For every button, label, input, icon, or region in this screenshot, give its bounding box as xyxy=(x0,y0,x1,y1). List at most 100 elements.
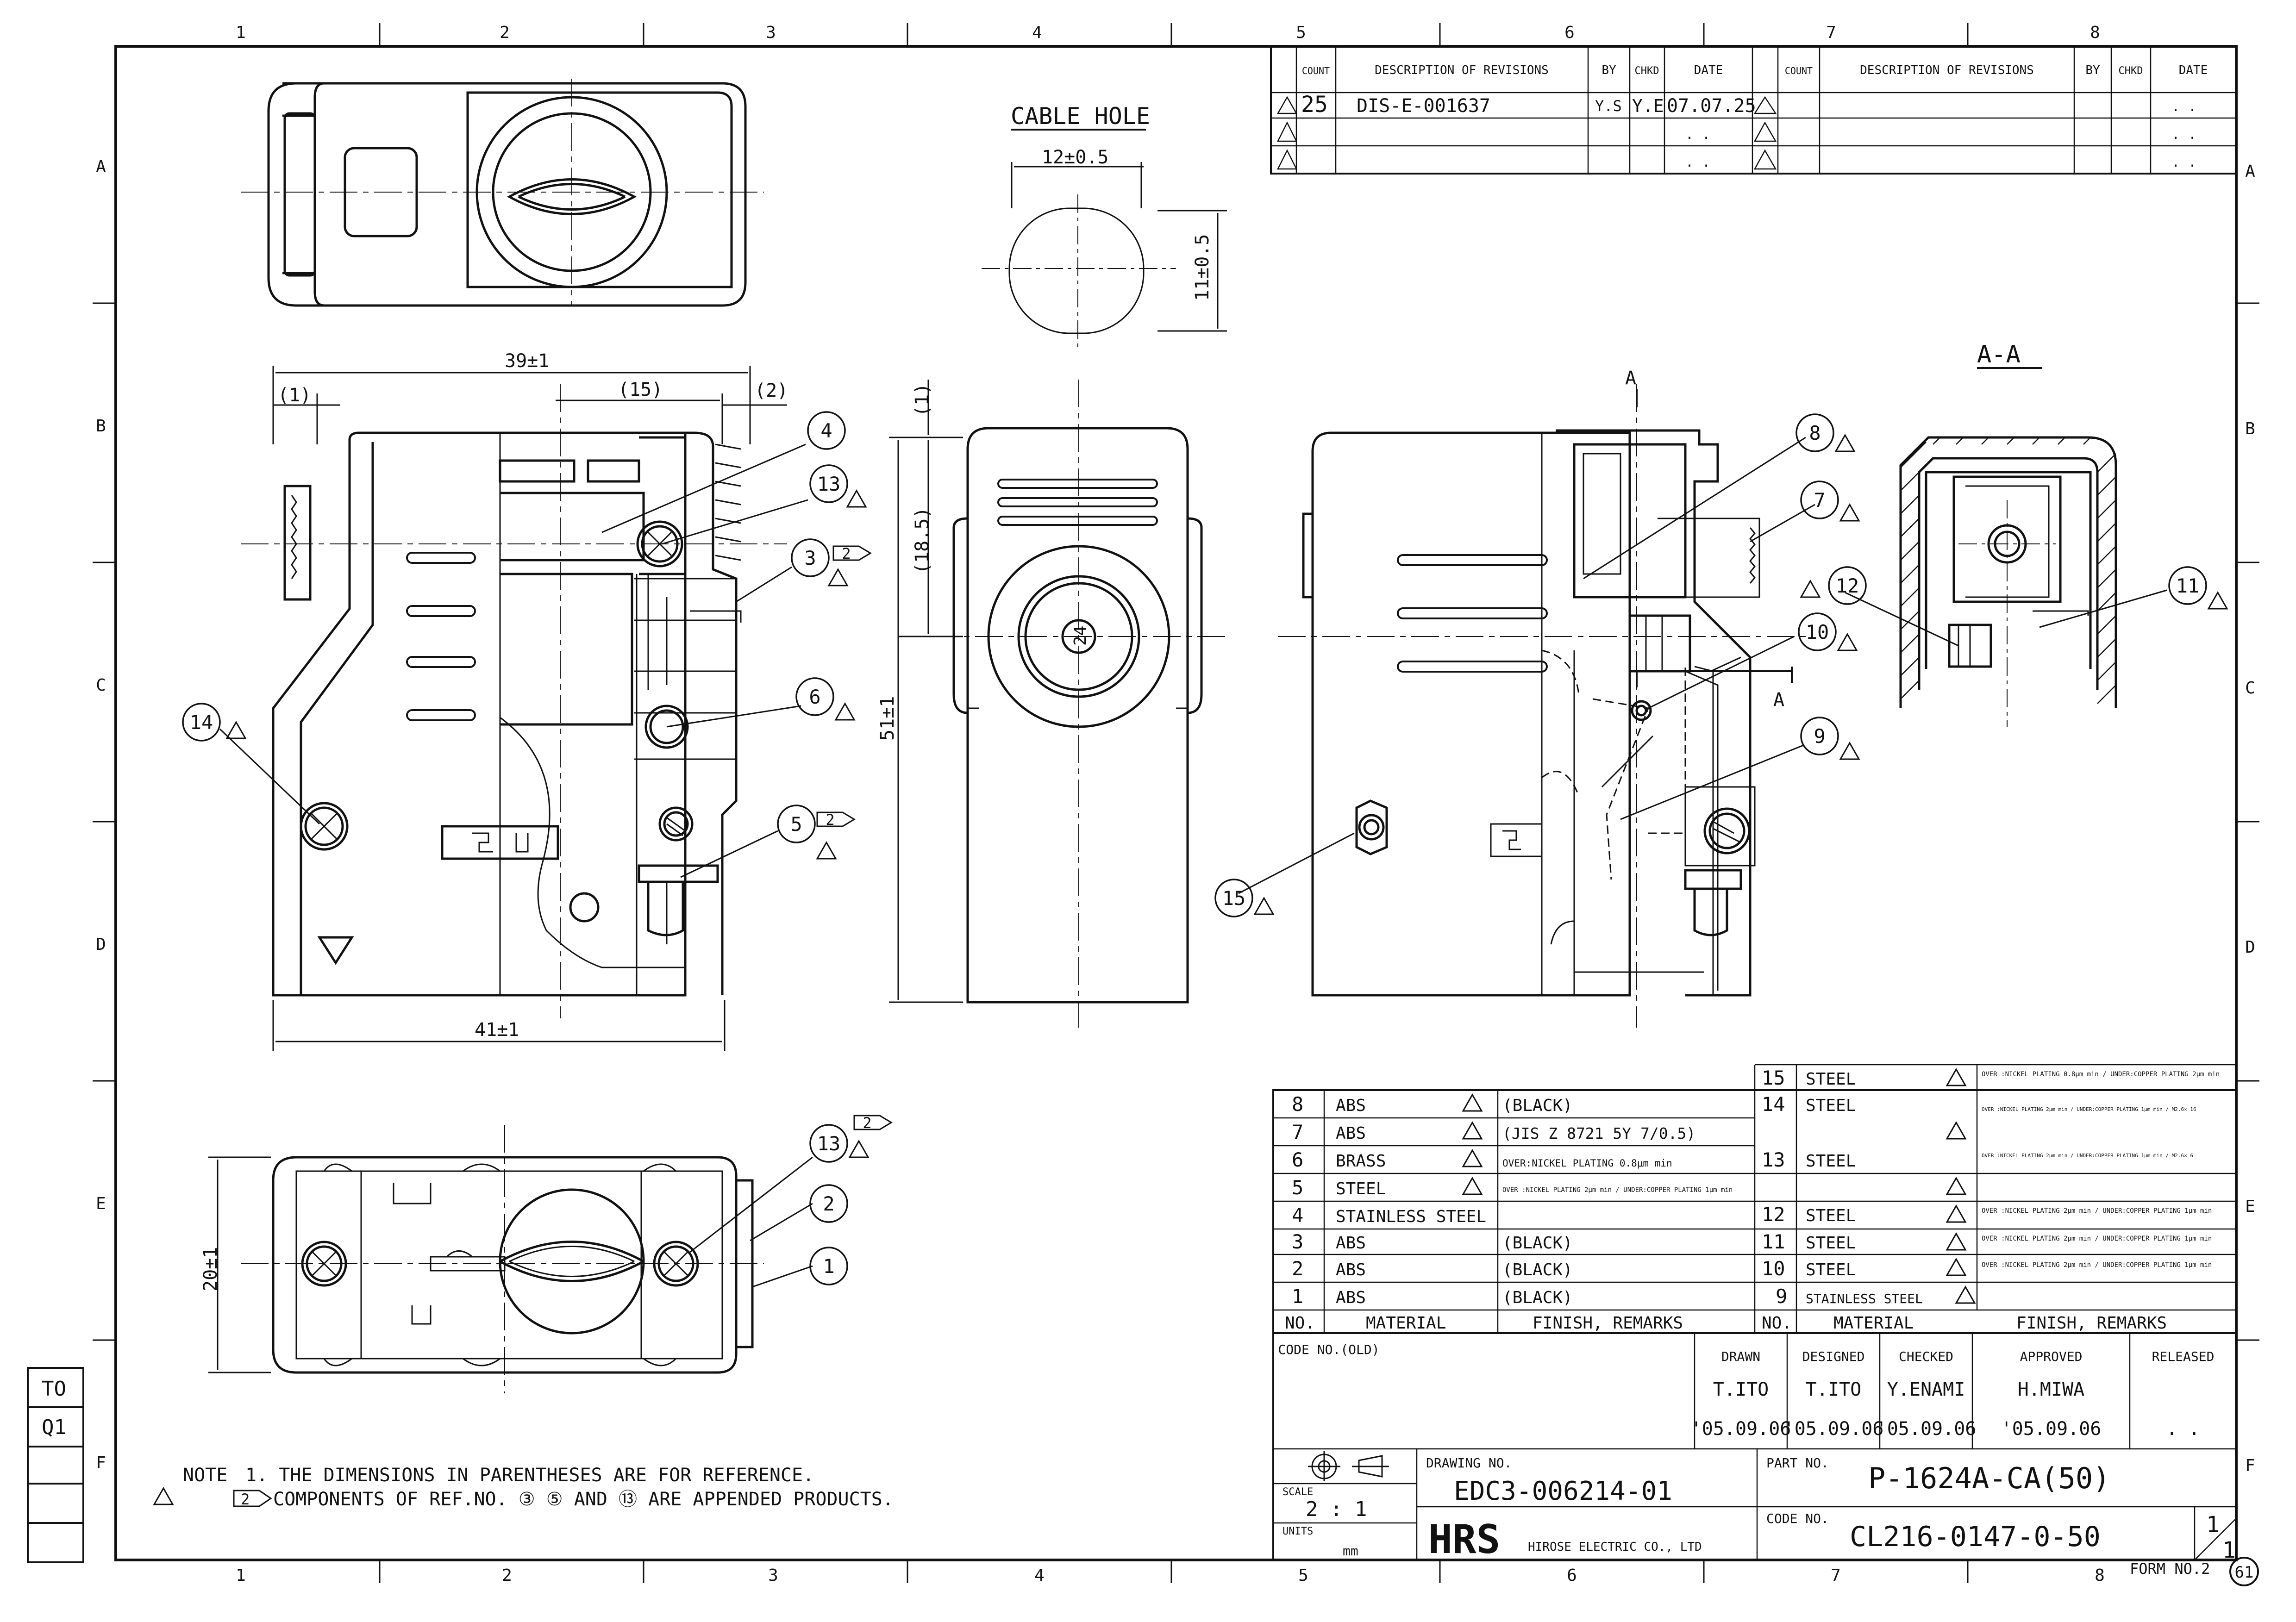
col-label-top-1: 1 xyxy=(236,23,246,42)
bom-left-mat-8: ABS xyxy=(1336,1096,1366,1115)
row-label-right-E: E xyxy=(2245,1197,2255,1216)
dim-ref-15: (15) xyxy=(618,379,663,400)
bom-right-no-11: 11 xyxy=(1762,1230,1785,1253)
col-label-top-5: 5 xyxy=(1296,23,1306,42)
approved-label: APPROVED xyxy=(2020,1349,2083,1364)
designed-label: DESIGNED xyxy=(1802,1349,1865,1364)
bom-right-mat-10: STEEL xyxy=(1806,1260,1856,1279)
row-label-left-A: A xyxy=(96,157,106,176)
rev-row2-date: . . xyxy=(1685,126,1710,143)
col-label-top-4: 4 xyxy=(1032,23,1042,42)
balloon-10: 10 xyxy=(1806,621,1829,643)
bom-left-fin-6: OVER:NICKEL PLATING 0.8μm min xyxy=(1502,1158,1672,1169)
border-frame xyxy=(114,45,2238,1561)
rev-row1-date: 07.07.25 xyxy=(1667,95,1756,117)
balloon-4: 4 xyxy=(820,419,832,442)
col-label-top-6: 6 xyxy=(1564,23,1575,42)
row-label-right-F: F xyxy=(2245,1456,2255,1475)
bom-header-finish-left: FINISH, REMARKS xyxy=(1533,1314,1683,1333)
rev-row1-chkd: Y.E xyxy=(1632,96,1664,116)
col-label-top-7: 7 xyxy=(1826,23,1836,42)
side-box-q1: Q1 xyxy=(42,1416,66,1439)
dim-dia-24: 24 xyxy=(1071,626,1090,646)
title-block: CODE NO.(OLD) DRAWN DESIGNED CHECKED APP… xyxy=(1272,1332,2259,1586)
released-date: . . xyxy=(2166,1418,2200,1440)
flag-2-ref13: 2 xyxy=(863,1114,871,1132)
left-side-view xyxy=(241,384,787,1018)
units-value: mm xyxy=(1343,1543,1358,1559)
section-title: A-A xyxy=(1977,341,2021,368)
dim-ref-1-top: (1) xyxy=(912,383,933,417)
flag-2-ref5: 2 xyxy=(826,811,834,829)
balloon-8: 8 xyxy=(1809,422,1821,444)
rev-right-row3-date: . . xyxy=(2171,154,2196,170)
revision-table: COUNT DESCRIPTION OF REVISIONS BY CHKD D… xyxy=(1270,45,2237,175)
bom-left-no-3: 3 xyxy=(1292,1230,1303,1253)
projection-symbol xyxy=(1308,1451,1389,1481)
approved-by: H.MIWA xyxy=(2018,1379,2085,1400)
section-cut-label-bottom: A xyxy=(1773,689,1784,711)
row-label-right-C: C xyxy=(2245,679,2255,698)
balloon-9: 9 xyxy=(1814,725,1825,748)
rev-right-row2-date: . . xyxy=(2171,126,2196,143)
corner-mark: 61 xyxy=(2235,1563,2254,1582)
note-label: NOTE xyxy=(183,1465,227,1486)
bom-header-no-right: NO. xyxy=(1762,1314,1792,1333)
note-line-2: COMPONENTS OF REF.NO. ③ ⑤ AND ⑬ ARE APPE… xyxy=(273,1489,894,1510)
part-no-label: PART NO. xyxy=(1766,1455,1829,1471)
bom-right-fin-13: OVER :NICKEL PLATING 2μm min / UNDER:COP… xyxy=(1982,1153,2193,1159)
company-logo: HRS xyxy=(1428,1516,1500,1563)
bom-left-mat-6: BRASS xyxy=(1336,1152,1386,1171)
section-marker-a: A A xyxy=(1625,368,1793,711)
bom-right-mat-13: STEEL xyxy=(1806,1152,1856,1171)
checked-date: '05.09.06 xyxy=(1876,1418,1977,1440)
front-view xyxy=(931,380,1227,1028)
bom-left-no-8: 8 xyxy=(1292,1093,1303,1116)
col-label-bottom-8: 8 xyxy=(2095,1566,2105,1585)
bom-header-material-right: MATERIAL xyxy=(1833,1314,1914,1333)
col-label-bottom-5: 5 xyxy=(1298,1566,1308,1585)
col-label-bottom-2: 2 xyxy=(502,1566,512,1585)
bom-left-no-4: 4 xyxy=(1292,1204,1303,1227)
bom-left-no-5: 5 xyxy=(1292,1176,1303,1199)
dim-ref-2: (2) xyxy=(755,380,788,401)
balloon-15: 15 xyxy=(1222,887,1246,910)
bom-header-material-left: MATERIAL xyxy=(1366,1314,1446,1333)
bom-right-no-12: 12 xyxy=(1762,1203,1785,1226)
rev-row3-date: . . xyxy=(1685,154,1710,170)
balloon-13-bottom: 13 xyxy=(817,1132,841,1155)
bom-right-no-14: 14 xyxy=(1762,1093,1785,1116)
rev-by-header-right: BY xyxy=(2085,63,2100,77)
note-flag-2: 2 xyxy=(241,1491,250,1508)
dim-bottom-width: 41±1 xyxy=(475,1019,519,1041)
bom-right-mat-14: STEEL xyxy=(1806,1096,1856,1115)
rev-chkd-header-left: CHKD xyxy=(1635,65,1659,77)
rev-right-row1-date: . . xyxy=(2171,99,2196,115)
sheet-denominator: 1 xyxy=(2222,1537,2236,1563)
front-view-dimensions: (1) (18.5) 51±1 24 xyxy=(877,380,1090,1003)
note-line-1: 1. THE DIMENSIONS IN PARENTHESES ARE FOR… xyxy=(245,1465,814,1486)
bom-left-mat-7: ABS xyxy=(1336,1124,1366,1143)
row-label-right-D: D xyxy=(2245,938,2255,957)
scale-value: 2 : 1 xyxy=(1306,1497,1367,1521)
designed-date: '05.09.06 xyxy=(1783,1418,1884,1440)
bom-left-fin-5: OVER :NICKEL PLATING 2μm min / UNDER:COP… xyxy=(1502,1186,1733,1194)
code-no-label: CODE NO. xyxy=(1766,1511,1829,1526)
bom-right-no-10: 10 xyxy=(1762,1257,1785,1280)
zone-labels: 1 2 3 4 5 6 7 8 1 2 3 4 5 6 7 8 A B C D … xyxy=(96,23,2255,1585)
rev-row1-description: DIS-E-001637 xyxy=(1357,95,1490,117)
bom-right-fin-11: OVER :NICKEL PLATING 2μm min / UNDER:COP… xyxy=(1982,1235,2212,1242)
sheet-numerator: 1 xyxy=(2206,1512,2220,1538)
bom-left-fin-2: (BLACK) xyxy=(1502,1260,1573,1279)
row-label-left-B: B xyxy=(96,417,106,436)
units-label: UNITS xyxy=(1283,1526,1313,1537)
bom-left-no-2: 2 xyxy=(1292,1257,1303,1280)
side-box: TO Q1 xyxy=(27,1367,84,1563)
balloon-12: 12 xyxy=(1836,574,1859,597)
cable-hole-title: CABLE HOLE xyxy=(1011,103,1150,130)
row-label-left-F: F xyxy=(96,1454,106,1472)
checked-label: CHECKED xyxy=(1899,1349,1953,1364)
rev-row1-by: Y.S xyxy=(1595,97,1622,115)
